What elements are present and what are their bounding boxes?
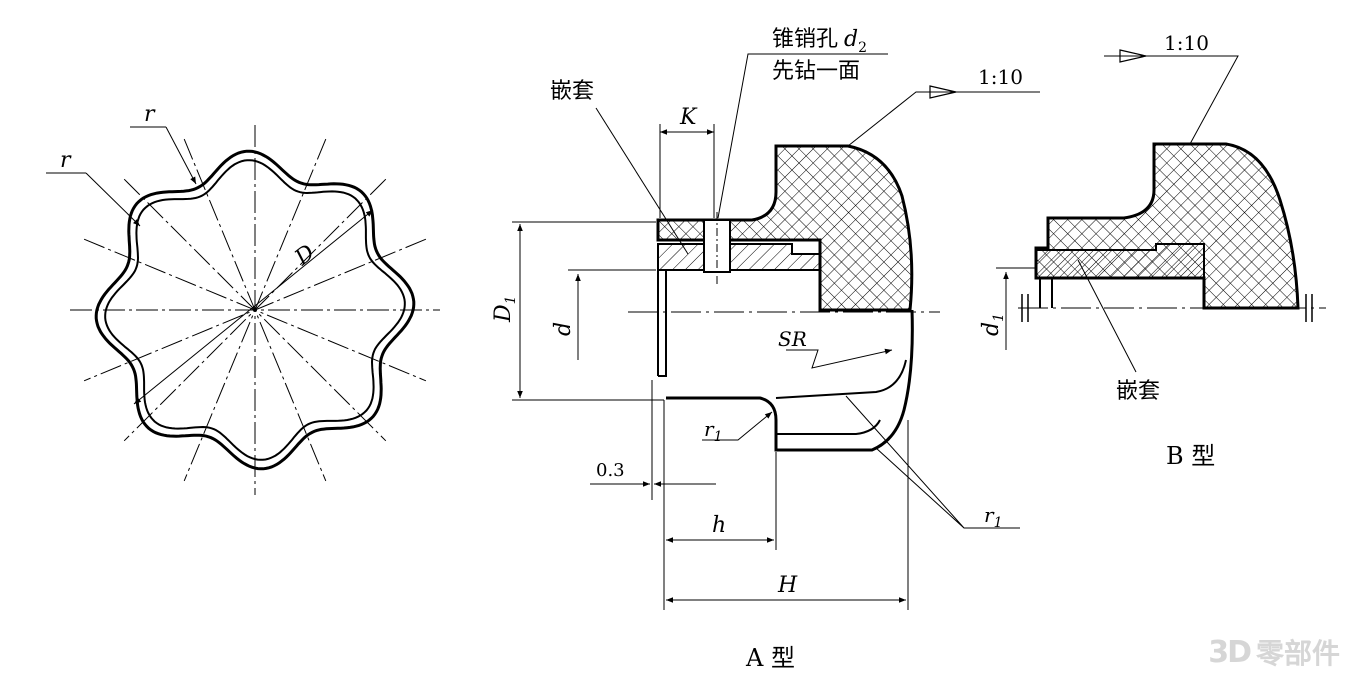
watermark: 3D 零部件 bbox=[1208, 632, 1340, 672]
r-inner-line bbox=[165, 126, 197, 185]
caption-type-b: B 型 bbox=[1166, 442, 1215, 470]
d1-label-b: d1 bbox=[979, 313, 1007, 336]
taper-symbol-b bbox=[1119, 49, 1147, 63]
insert-leader bbox=[595, 107, 689, 255]
plastic-body bbox=[656, 144, 914, 312]
insert-label-b: 嵌套 bbox=[1116, 379, 1160, 404]
r-outer-label: r bbox=[60, 148, 72, 173]
pin-hole-label-line2: 先钻一面 bbox=[772, 59, 860, 84]
lower-contour bbox=[666, 309, 914, 452]
r-inner-label: r bbox=[144, 102, 156, 127]
dim-03-label: 0.3 bbox=[596, 460, 625, 481]
r1-left-label: r1 bbox=[704, 417, 722, 445]
insert-label-a: 嵌套 bbox=[550, 79, 594, 104]
taper-leader-b bbox=[1104, 55, 1239, 145]
taper-symbol-a bbox=[929, 85, 957, 99]
SR-label: SR bbox=[778, 327, 807, 351]
bore-outline-b bbox=[1039, 278, 1053, 308]
D1-label: D1 bbox=[491, 295, 519, 323]
metal-insert bbox=[657, 243, 821, 271]
d-label: d bbox=[551, 322, 576, 336]
extension-lines-a bbox=[512, 124, 909, 610]
insert-leader-b bbox=[1077, 259, 1137, 373]
metal-insert-b bbox=[1035, 243, 1205, 279]
plastic-body-b bbox=[1034, 142, 1300, 310]
top-view-star-knob: r r D bbox=[46, 102, 440, 495]
taper-label-b: 1:10 bbox=[1164, 31, 1209, 55]
bore-outline bbox=[657, 270, 667, 377]
r1-left-leader bbox=[702, 411, 773, 441]
watermark-logo-mark: 3D bbox=[1208, 634, 1252, 670]
r1-right-leader bbox=[845, 395, 1020, 529]
star-centerlines bbox=[70, 125, 440, 495]
taper-label-a: 1:10 bbox=[978, 65, 1023, 89]
r1-right-label: r1 bbox=[984, 503, 1002, 531]
lower-inner-contour bbox=[775, 359, 907, 435]
taper-leader-a bbox=[847, 91, 1040, 147]
section-view-type-b: 1:10 d1 嵌套 B 型 bbox=[979, 31, 1326, 470]
K-label: K bbox=[679, 105, 698, 130]
D-dimension-line bbox=[133, 209, 374, 405]
r-outer-line bbox=[85, 172, 141, 227]
watermark-text: 零部件 bbox=[1255, 637, 1340, 670]
h-label: h bbox=[712, 513, 726, 538]
SR-leader bbox=[786, 348, 893, 369]
D-label: D bbox=[290, 240, 320, 271]
pin-hole-leader bbox=[717, 53, 888, 219]
H-label: H bbox=[777, 573, 798, 598]
caption-type-a: A 型 bbox=[745, 644, 795, 672]
